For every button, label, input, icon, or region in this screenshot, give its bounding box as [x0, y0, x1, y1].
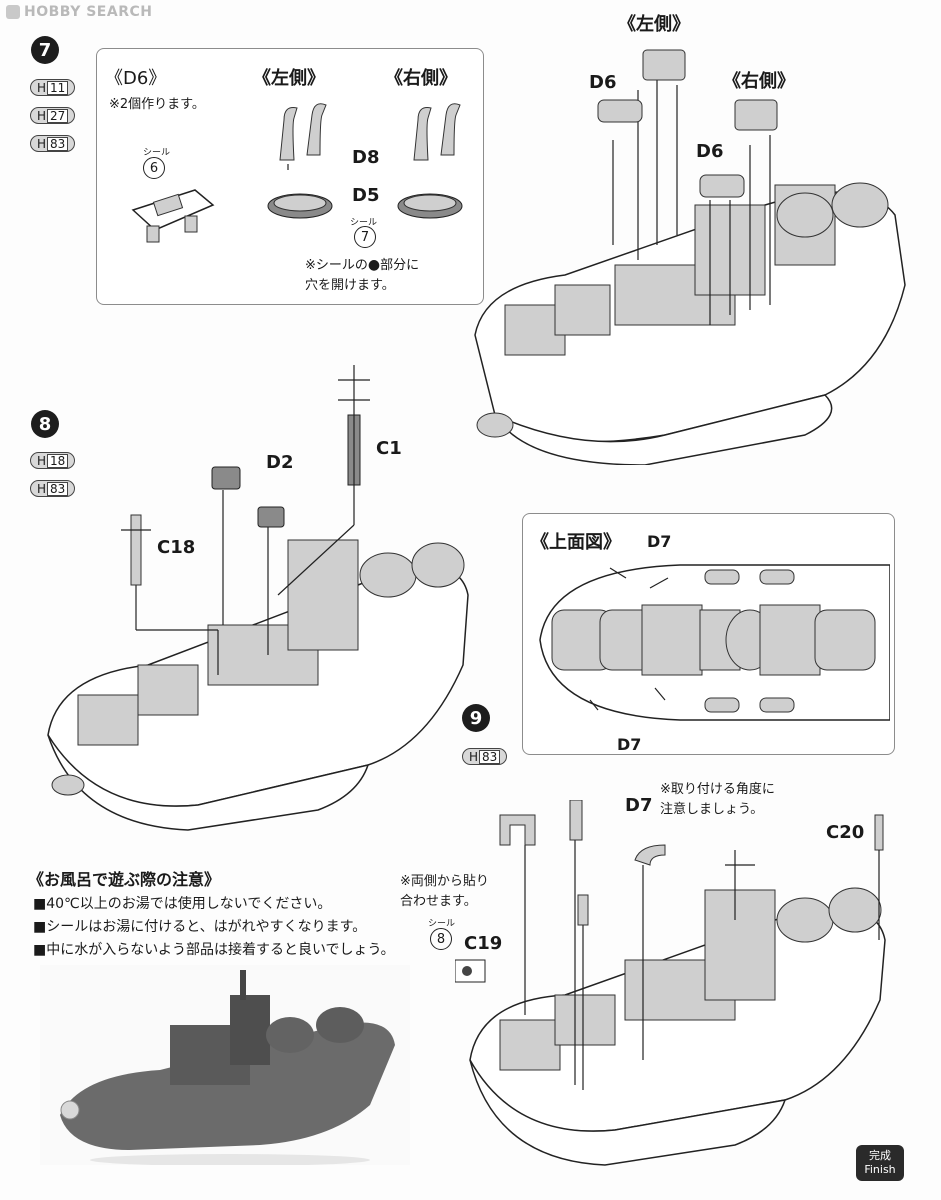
finished-model-photo	[40, 965, 410, 1165]
caution-title: 《お風呂で遊ぶ際の注意》	[28, 870, 221, 889]
d6-boat-drawing	[131, 189, 215, 243]
seal-7-icon: 7	[354, 226, 376, 248]
c20-label: C20	[826, 822, 865, 843]
both-sides-note: ※両側から貼り合わせます。	[400, 874, 489, 909]
d5-lifeboat-right-drawing	[397, 193, 463, 219]
finish-badge: 完成 Finish	[856, 1145, 904, 1181]
d8-davit-right-drawing	[413, 103, 461, 161]
top-right-side-title: 《右側》	[723, 71, 795, 92]
c19-label: C19	[464, 933, 503, 954]
d7-label: D7	[625, 795, 653, 816]
d7-bottom-label: D7	[617, 735, 642, 754]
step-9-ship-drawing	[455, 800, 886, 1166]
d5-lifeboat-left-drawing	[267, 193, 333, 219]
step-8-number: 8	[31, 410, 59, 438]
seal-label: シール	[350, 218, 378, 228]
caution-list: ■40℃以上のお湯では使用しないでください。 ■シールはお湯に付けると、はがれや…	[33, 893, 395, 962]
c18-label: C18	[157, 537, 196, 558]
watermark: HOBBY SEARCH	[6, 4, 152, 20]
caution-item: ■40℃以上のお湯では使用しないでください。	[33, 896, 332, 912]
top-view-ship-drawing	[539, 564, 890, 721]
caution-item: ■シールはお湯に付けると、はがれやすくなります。	[33, 919, 367, 935]
d8-davit-left-drawing	[279, 103, 327, 170]
step-9-number: 9	[462, 704, 490, 732]
step-8-ship-drawing	[47, 365, 469, 831]
seal-label: シール	[143, 148, 171, 158]
d6-label-b: D6	[696, 141, 724, 162]
hole-note: ※シールの●部分に 穴を開けます。	[305, 257, 420, 293]
left-side-title: 《左側》	[253, 68, 325, 89]
step-7-number: 7	[31, 36, 59, 64]
step-7-ship-drawing	[474, 49, 906, 465]
d5-label: D5	[352, 185, 380, 206]
d8-label: D8	[352, 147, 380, 168]
d6-label-a: D6	[589, 72, 617, 93]
top-view-title: 《上面図》	[531, 532, 621, 553]
right-side-title: 《右側》	[385, 68, 457, 89]
seal-label: シール	[428, 919, 456, 929]
seal-6-icon: 6	[143, 157, 165, 179]
angle-note: ※取り付ける角度に注意しましょう。	[660, 782, 775, 817]
d7-top-label: D7	[647, 532, 672, 551]
seal-8-icon: 8	[430, 928, 452, 950]
d6-make-two-note: ※2個作ります。	[109, 97, 205, 112]
caution-item: ■中に水が入らないよう部品は接着すると良いでしょう。	[33, 942, 395, 958]
d2-label: D2	[266, 452, 294, 473]
hobby-search-logo-icon	[6, 5, 20, 19]
top-left-side-title: 《左側》	[618, 14, 690, 35]
d6-title: 《D6》	[105, 68, 167, 89]
c1-label: C1	[376, 438, 402, 459]
